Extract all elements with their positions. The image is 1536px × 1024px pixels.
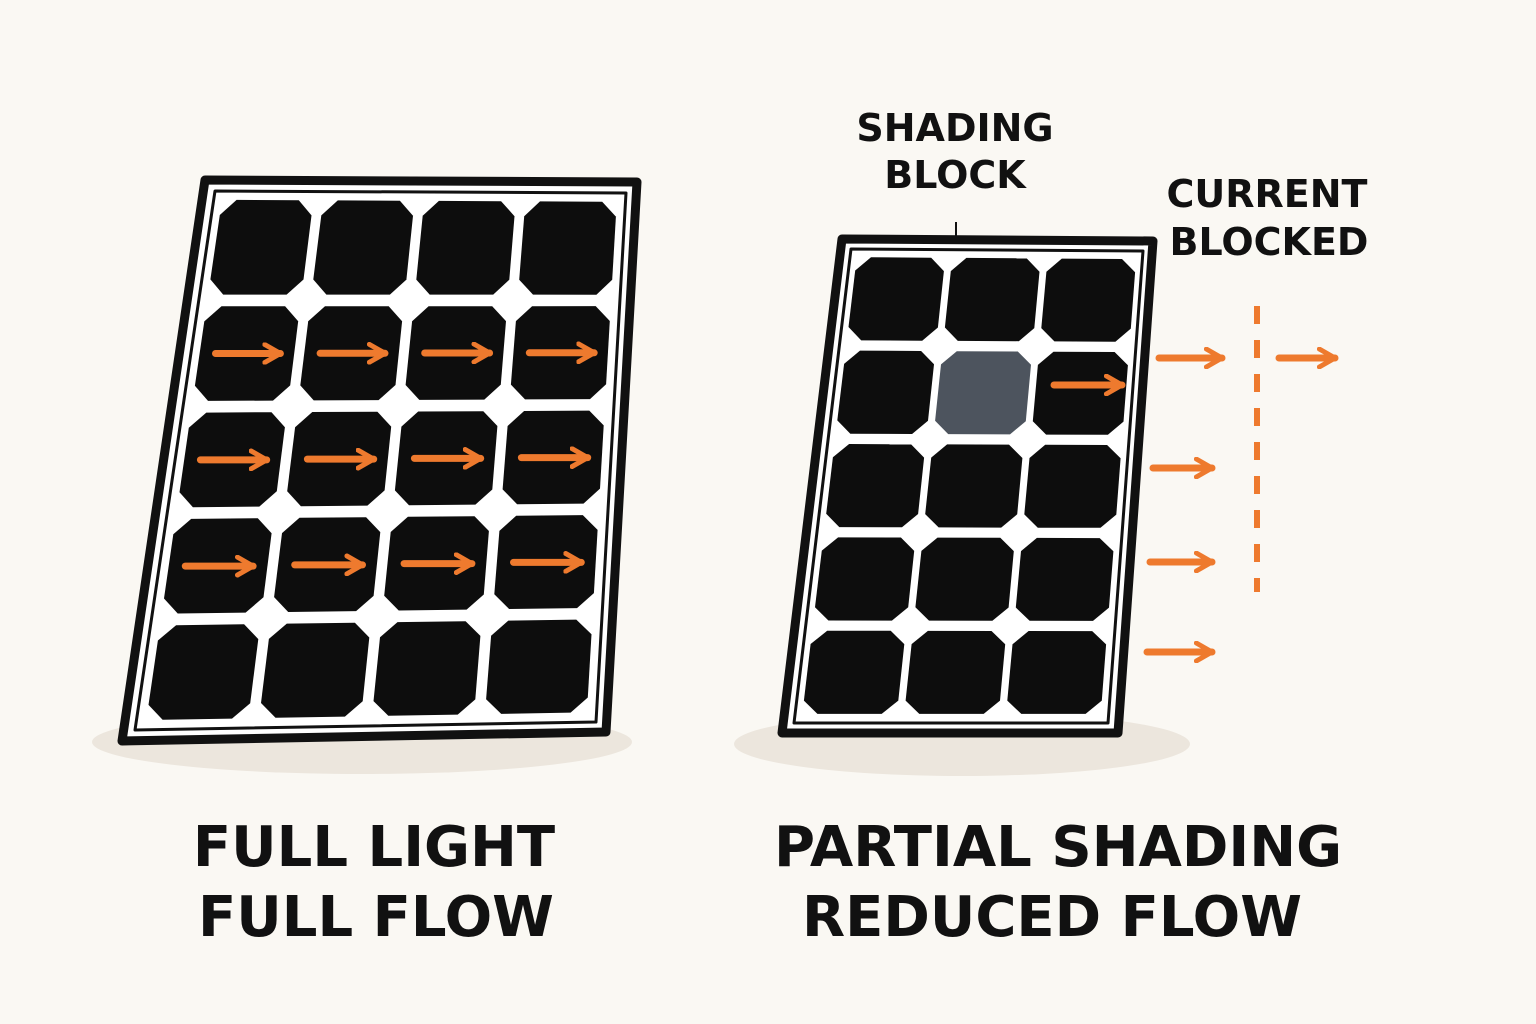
solar-cell [1032,351,1128,435]
solar-cell [803,630,905,714]
right-panel-cell-grid [803,257,1136,714]
solar-cell [837,350,934,434]
solar-cell [1015,537,1114,621]
solar-cell [148,624,259,720]
solar-cell [944,257,1040,342]
right-solar-panel [777,222,1158,738]
shaded-solar-cell [935,351,1031,435]
solar-cell [313,200,413,295]
solar-cell [925,444,1023,528]
solar-cell [373,621,481,716]
solar-cell [416,200,515,295]
shading-block-label-line2: BLOCK [884,153,1027,197]
left-caption-line1: FULL LIGHT [193,815,555,880]
left-caption-line2: FULL FLOW [198,885,554,950]
solar-cell [915,537,1014,621]
solar-cell [486,619,592,714]
right-caption-line2: REDUCED FLOW [802,885,1302,950]
left-solar-panel [117,175,642,746]
solar-cell [1041,258,1136,342]
solar-cell [905,630,1006,714]
solar-cell [210,199,312,295]
left-panel-current-arrows [181,353,598,566]
solar-cell [519,201,616,295]
right-panel-inner-border [792,247,1145,725]
right-outgoing-current [1143,306,1339,652]
solar-cell [815,537,915,621]
shading-block-label-line1: SHADING [856,106,1053,150]
solar-cell [1007,631,1107,714]
solar-cell [848,257,944,341]
current-blocked-label-line2: BLOCKED [1170,220,1369,264]
right-caption-line1: PARTIAL SHADING [774,815,1342,880]
current-blocked-label-line1: CURRENT [1167,172,1368,216]
left-panel-inner-border [133,189,628,732]
solar-cell [261,622,370,718]
solar-cell [826,444,925,528]
solar-cell [1024,444,1121,528]
